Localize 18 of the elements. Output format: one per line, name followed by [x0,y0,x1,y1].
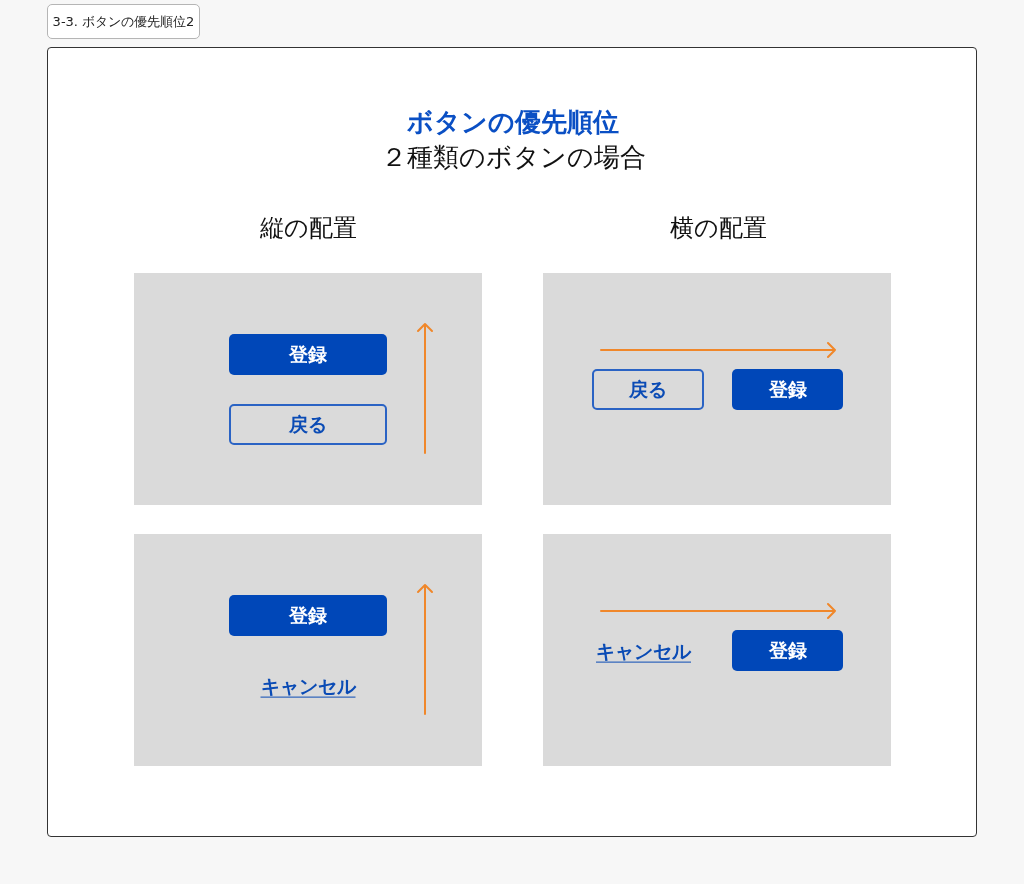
mockup-panel [543,534,891,766]
title-heading: ボタンの優先順位 [407,107,619,139]
primary-button: 登録 [732,630,843,671]
secondary-button: 戻る [592,369,704,410]
frame-name-tab: 3-3. ボタンの優先順位2 [47,4,200,39]
primary-button: 登録 [229,334,387,375]
subtitle: ２種類のボタンの場合 [380,142,646,174]
text-link: キャンセル [260,674,356,698]
mockup-panel [134,273,482,505]
primary-button: 登録 [229,595,387,636]
primary-button: 登録 [732,369,843,410]
column-heading: 横の配置 [669,213,767,243]
column-heading: 縦の配置 [259,213,357,243]
mockup-panel [134,534,482,766]
diagram-frame [47,47,977,837]
text-link: キャンセル [596,639,691,663]
secondary-button: 戻る [229,404,387,445]
mockup-panel [543,273,891,505]
